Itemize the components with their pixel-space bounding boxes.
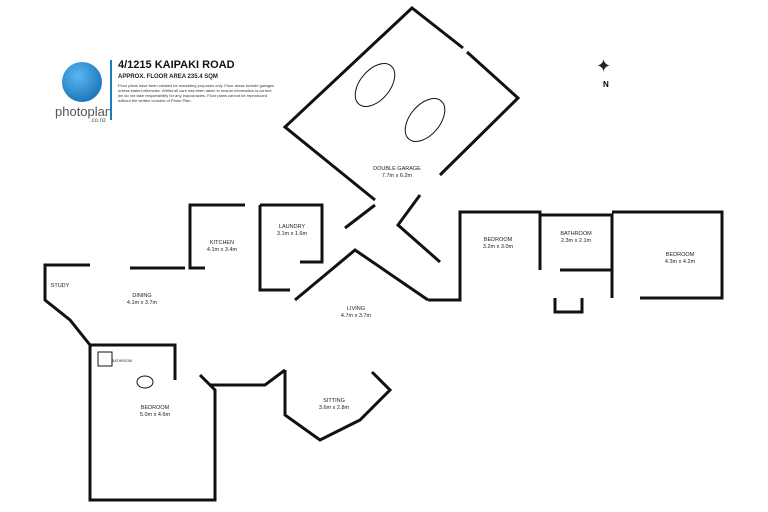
room-label-study: STUDY bbox=[50, 283, 70, 289]
disclaimer: Floor plans have been created for market… bbox=[118, 83, 275, 103]
living-lower bbox=[210, 368, 286, 387]
bedroom-walls bbox=[90, 343, 177, 380]
brand-name: photoplan bbox=[55, 104, 113, 119]
north-label: N bbox=[603, 80, 609, 89]
garage-walls-right bbox=[438, 50, 521, 177]
photoplan-logo-icon bbox=[62, 62, 102, 102]
living-right bbox=[428, 210, 542, 302]
brand-domain: .co.nz bbox=[90, 118, 107, 124]
sitting-walls bbox=[283, 370, 393, 442]
header-divider bbox=[110, 60, 112, 120]
property-address: 4/1215 KAIPAKI ROAD bbox=[118, 59, 235, 71]
toilet bbox=[136, 375, 154, 389]
hall-walls bbox=[344, 203, 376, 230]
room-label-ensuite: BATHROOM bbox=[112, 359, 132, 363]
floor-area: APPROX. FLOOR AREA 235.4 SQM bbox=[118, 74, 218, 80]
bedroom2-walls bbox=[612, 210, 724, 300]
kitchen-walls-right bbox=[260, 203, 324, 264]
living-walls bbox=[294, 248, 429, 302]
laundry-wall bbox=[258, 205, 290, 292]
garage-walls-lower bbox=[395, 194, 441, 264]
compass-rose-icon: ✦ bbox=[596, 56, 612, 76]
car-1 bbox=[354, 63, 396, 107]
shower bbox=[97, 351, 113, 367]
kitchen-walls bbox=[188, 203, 245, 270]
hall-lower bbox=[553, 298, 584, 314]
car-2 bbox=[404, 98, 446, 142]
garage-walls bbox=[282, 6, 464, 202]
bath-walls bbox=[540, 213, 614, 272]
